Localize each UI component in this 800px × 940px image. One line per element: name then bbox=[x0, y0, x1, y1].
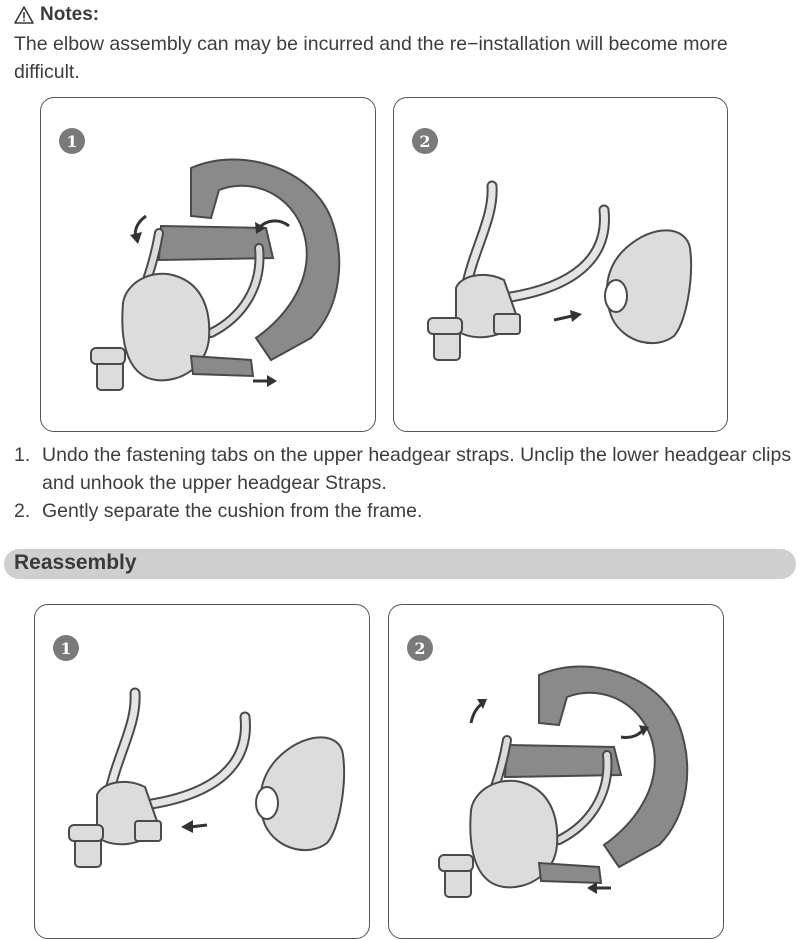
section-title: Reassembly bbox=[14, 551, 137, 574]
step-number: 2. bbox=[14, 500, 31, 522]
reassembly-illustration-1: 1 bbox=[34, 604, 370, 939]
mask-with-headgear-illustration bbox=[90, 158, 341, 391]
step-badge: 1 bbox=[53, 635, 79, 661]
step-badge: 1 bbox=[59, 128, 85, 154]
notes-heading: Notes: bbox=[14, 4, 99, 26]
frame-and-cushion-illustration bbox=[427, 180, 693, 361]
step-number: 1. bbox=[14, 444, 31, 466]
disassembly-illustration-2: 2 bbox=[393, 97, 728, 432]
step-badge: 2 bbox=[412, 128, 438, 154]
step-badge: 2 bbox=[407, 635, 433, 661]
step-text: Undo the fastening tabs on the upper hea… bbox=[42, 444, 792, 494]
disassembly-illustration-1: 1 bbox=[40, 97, 376, 432]
notes-title: Notes: bbox=[40, 4, 100, 25]
notes-text: The elbow assembly can may be incurred a… bbox=[14, 33, 728, 83]
list-item: 2. Gently separate the cushion from the … bbox=[14, 497, 794, 525]
warning-icon bbox=[14, 6, 34, 24]
section-header-reassembly: Reassembly bbox=[4, 549, 796, 579]
frame-and-cushion-illustration bbox=[68, 687, 346, 868]
mask-with-headgear-illustration bbox=[438, 665, 689, 898]
reassembly-illustration-2: 2 bbox=[388, 604, 724, 939]
list-item: 1. Undo the fastening tabs on the upper … bbox=[14, 441, 794, 497]
disassembly-steps: 1. Undo the fastening tabs on the upper … bbox=[14, 441, 794, 525]
step-text: Gently separate the cushion from the fra… bbox=[42, 500, 423, 522]
